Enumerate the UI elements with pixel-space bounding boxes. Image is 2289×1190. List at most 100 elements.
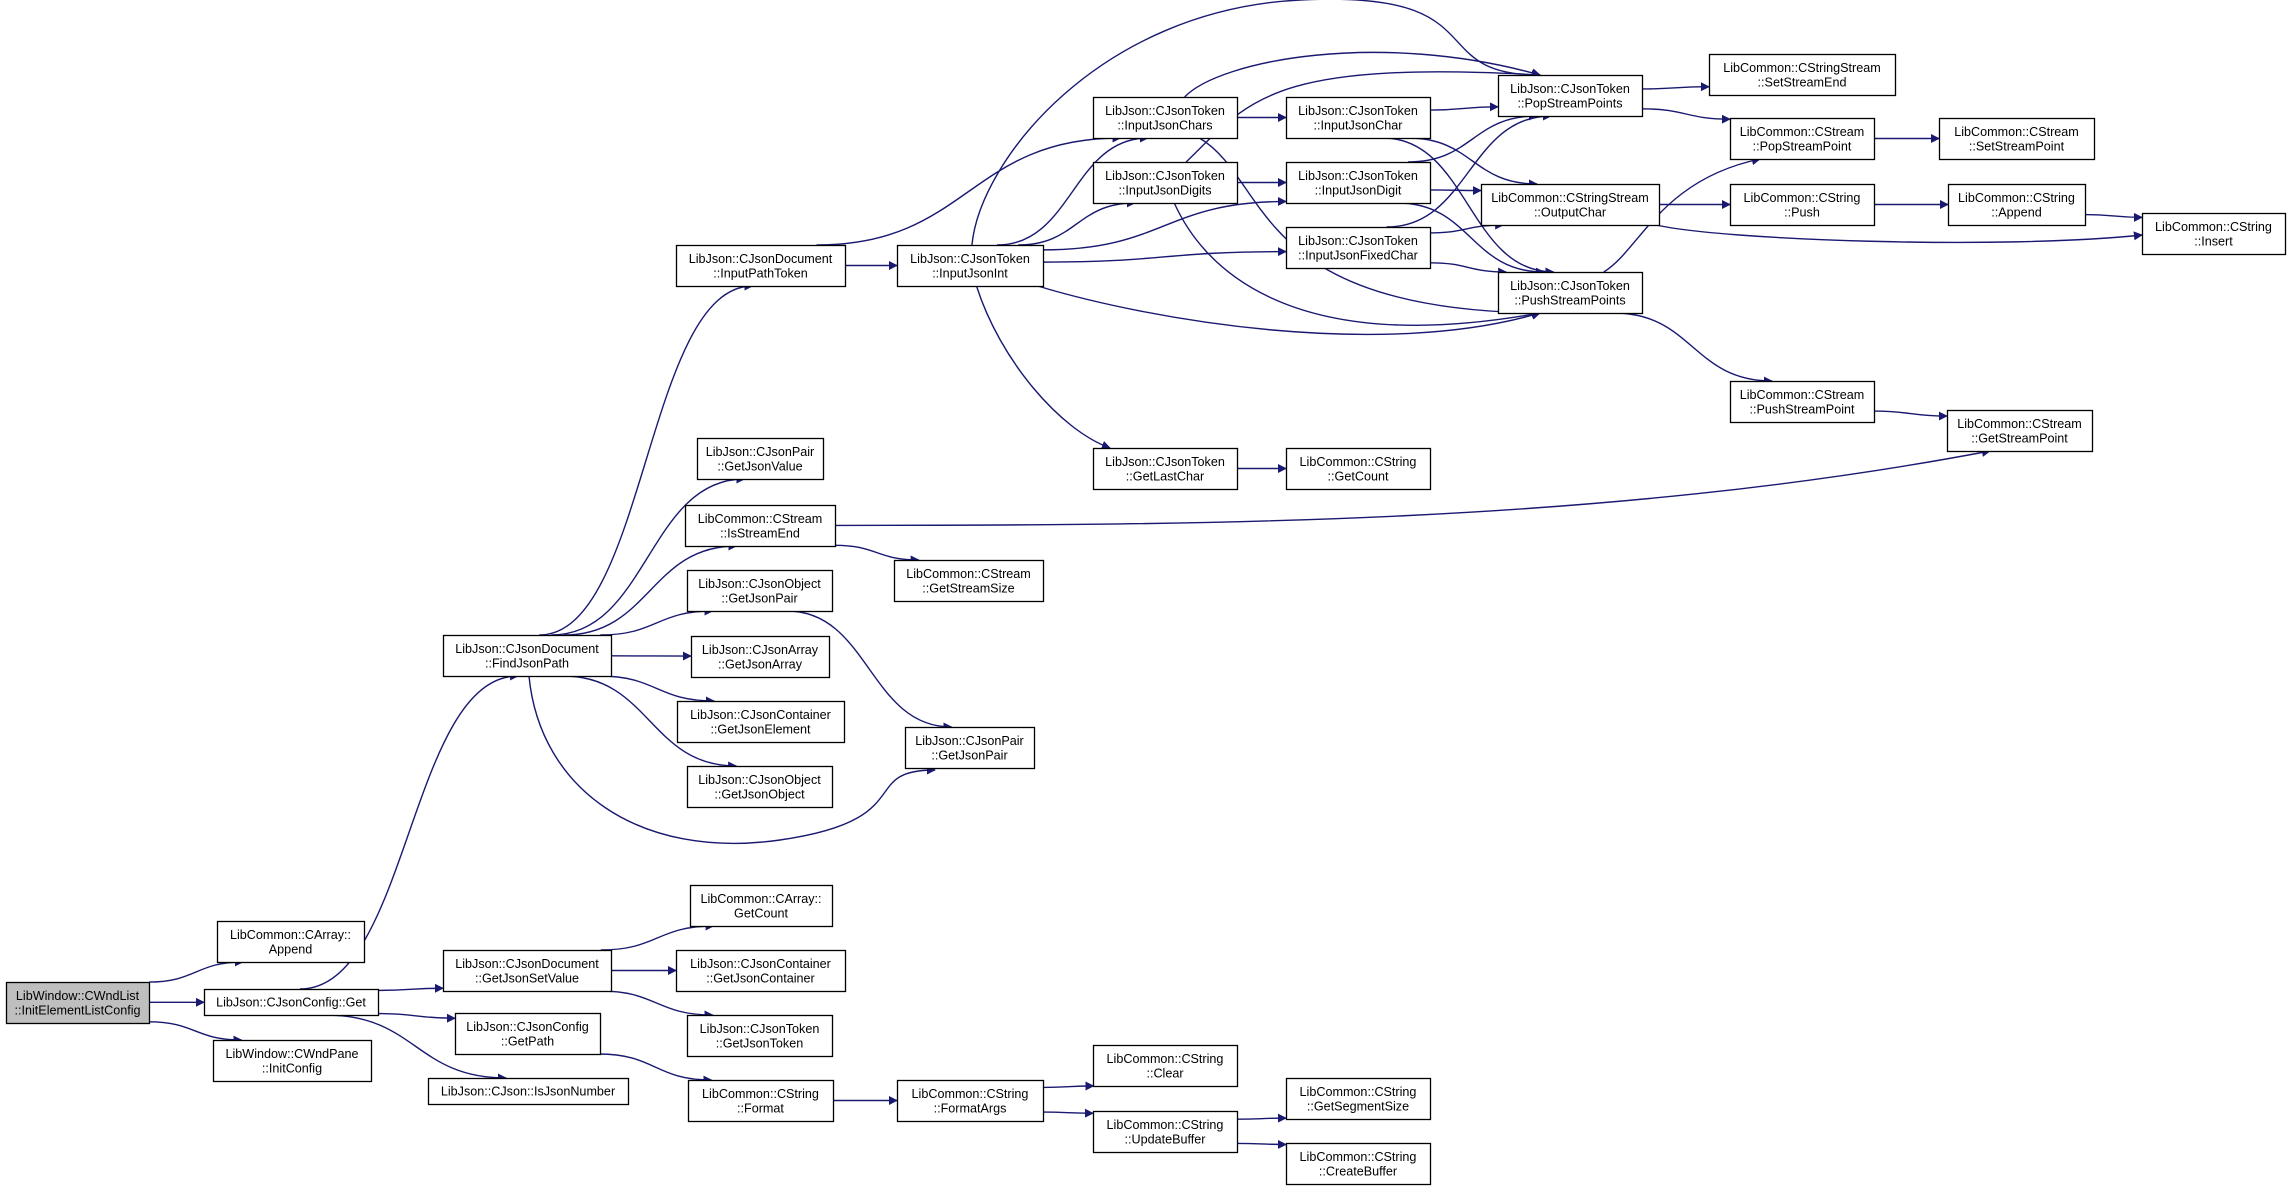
node-pushStreamPoints[interactable]: LibJson::CJsonToken::PushStreamPoints [1497, 271, 1644, 315]
node-root[interactable]: LibWindow::CWndList::InitElementListConf… [5, 981, 151, 1025]
node-label-line: ::GetJsonSetValue [475, 971, 579, 985]
node-objGetJsonObject[interactable]: LibJson::CJsonObject::GetJsonObject [686, 765, 834, 809]
edge-isStreamEnd-to-getStreamPoint [834, 448, 1991, 527]
node-inputJsonInt[interactable]: LibJson::CJsonToken::InputJsonInt [896, 244, 1045, 288]
node-box [1092, 447, 1239, 491]
node-pairGetJsonPair[interactable]: LibJson::CJsonPair::GetJsonPair [904, 726, 1036, 770]
node-label-line: LibJson::CJsonPair [915, 734, 1024, 748]
node-box [896, 1079, 1045, 1123]
node-strCreateBuffer[interactable]: LibCommon::CString::CreateBuffer [1285, 1142, 1432, 1186]
node-arrGetJsonArray[interactable]: LibJson::CJsonArray::GetJsonArray [690, 635, 831, 679]
node-strPush[interactable]: LibCommon::CString::Push [1729, 183, 1876, 227]
node-getStreamSize[interactable]: LibCommon::CStream::GetStreamSize [893, 559, 1045, 603]
edge-pushStreamPoints-to-pushStreamPoint [1613, 312, 1773, 386]
node-pushStreamPoint[interactable]: LibCommon::CStream::PushStreamPoint [1729, 380, 1876, 424]
node-inputJsonDigit[interactable]: LibJson::CJsonToken::InputJsonDigit [1285, 161, 1432, 205]
node-setStreamEnd[interactable]: LibCommon::CStringStream::SetStreamEnd [1708, 53, 1897, 97]
edge-inputJsonInt-to-inputJsonChars [997, 133, 1149, 246]
node-getLastChar[interactable]: LibJson::CJsonToken::GetLastChar [1092, 447, 1239, 491]
node-box [896, 244, 1045, 288]
edges-layer [148, 0, 2143, 1149]
node-box [1497, 74, 1644, 118]
node-popStreamPoint[interactable]: LibCommon::CStream::PopStreamPoint [1729, 117, 1876, 161]
node-pairGetJsonValue[interactable]: LibJson::CJsonPair::GetJsonValue [696, 437, 825, 481]
node-box [686, 765, 834, 809]
node-label-line: LibJson::CJsonContainer [690, 708, 831, 722]
node-isJsonNumber[interactable]: LibJson::CJson::IsJsonNumber [427, 1077, 630, 1106]
node-label-line: ::CreateBuffer [1319, 1164, 1397, 1178]
node-label-line: ::GetJsonContainer [706, 971, 815, 985]
node-label-line: ::OutputChar [1534, 205, 1606, 219]
node-label-line: LibJson::CJsonDocument [455, 957, 599, 971]
node-outputChar[interactable]: LibCommon::CStringStream::OutputChar [1480, 183, 1661, 227]
node-carrayGetCount[interactable]: LibCommon::CArray::GetCount [689, 884, 834, 928]
node-label-line: ::GetJsonPair [931, 748, 1007, 762]
edge-findJsonPath-to-pairGetJsonPair [528, 675, 936, 845]
node-isStreamEnd[interactable]: LibCommon::CStream::IsStreamEnd [684, 504, 837, 548]
node-configGetPath[interactable]: LibJson::CJsonConfig::GetPath [454, 1012, 602, 1056]
node-popStreamPoints[interactable]: LibJson::CJsonToken::PopStreamPoints [1497, 74, 1644, 118]
node-inputJsonChar[interactable]: LibJson::CJsonToken::InputJsonChar [1285, 96, 1432, 140]
node-setStreamPoint[interactable]: LibCommon::CStream::SetStreamPoint [1938, 117, 2096, 161]
node-box [686, 569, 834, 613]
node-inputJsonFixedChar[interactable]: LibJson::CJsonToken::InputJsonFixedChar [1285, 226, 1432, 270]
node-label-line: LibJson::CJsonDocument [689, 252, 833, 266]
node-box [1092, 1044, 1239, 1088]
node-label-line: LibJson::CJsonPair [706, 445, 815, 459]
edge-findJsonPath-to-contGetJsonElement [599, 675, 715, 706]
edge-inputJsonChar-to-outputChar [1407, 137, 1538, 189]
node-box [696, 437, 825, 481]
node-strFormatArgs[interactable]: LibCommon::CString::FormatArgs [896, 1079, 1045, 1123]
node-label-line: LibJson::CJsonToken [1510, 82, 1630, 96]
node-label-line: LibWindow::CWndList [16, 989, 140, 1003]
node-contGetJsonElement[interactable]: LibJson::CJsonContainer::GetJsonElement [676, 700, 846, 744]
node-strUpdateBuffer[interactable]: LibCommon::CString::UpdateBuffer [1092, 1110, 1239, 1154]
node-label-line: ::PopStreamPoints [1518, 96, 1623, 110]
edge-inputJsonDigits-to-pushStreamPoints [1173, 202, 1541, 326]
node-label-line: ::InitConfig [262, 1061, 322, 1075]
edge-popStreamPoints-to-popStreamPoint [1641, 108, 1731, 124]
node-label-line: ::Push [1784, 205, 1820, 219]
node-strGetCount[interactable]: LibCommon::CString::GetCount [1285, 447, 1432, 491]
node-getJsonSetValue[interactable]: LibJson::CJsonDocument::GetJsonSetValue [442, 949, 613, 993]
node-carrayAppend[interactable]: LibCommon::CArray::Append [216, 920, 366, 964]
node-getStreamPoint[interactable]: LibCommon::CStream::GetStreamPoint [1946, 409, 2094, 453]
node-wndPaneInit[interactable]: LibWindow::CWndPane::InitConfig [212, 1039, 373, 1083]
edge-findJsonPath-to-objGetJsonObject [563, 675, 738, 771]
node-label-line: LibJson::CJsonArray [702, 643, 819, 657]
node-label-line: ::InputJsonFixedChar [1298, 248, 1418, 262]
node-label-line: ::PushStreamPoints [1514, 293, 1625, 307]
node-label-line: LibJson::CJson::IsJsonNumber [441, 1085, 615, 1099]
node-objGetJsonPair[interactable]: LibJson::CJsonObject::GetJsonPair [686, 569, 834, 613]
node-findJsonPath[interactable]: LibJson::CJsonDocument::FindJsonPath [442, 634, 613, 678]
node-label-line: LibCommon::CArray:: [700, 892, 821, 906]
node-configGet[interactable]: LibJson::CJsonConfig::Get [203, 988, 380, 1017]
edge-outputChar-to-strInsert [1656, 224, 2143, 244]
node-label-line: LibCommon::CString [1300, 1085, 1417, 1099]
node-tokGetJsonToken[interactable]: LibJson::CJsonToken::GetJsonToken [686, 1014, 834, 1058]
node-strFormat[interactable]: LibCommon::CString::Format [687, 1079, 835, 1123]
node-label-line: LibCommon::CStringStream [1723, 61, 1880, 75]
node-strInsert[interactable]: LibCommon::CString::Insert [2141, 212, 2287, 256]
node-box [442, 949, 613, 993]
edge-inputJsonDigit-to-outputChar [1429, 186, 1482, 196]
node-label-line: LibJson::CJsonToken [910, 252, 1030, 266]
node-inputPathToken[interactable]: LibJson::CJsonDocument::InputPathToken [675, 244, 847, 288]
node-label-line: ::Clear [1146, 1066, 1183, 1080]
edge-inputJsonFixedChar-to-popStreamPoints [1386, 111, 1553, 228]
edge-inputJsonInt-to-inputJsonFixedChar [1042, 247, 1287, 263]
node-contGetJsonContainer[interactable]: LibJson::CJsonContainer::GetJsonContaine… [675, 949, 847, 993]
node-label-line: LibJson::CJsonToken [1105, 104, 1225, 118]
node-box [1285, 1142, 1432, 1186]
node-inputJsonDigits[interactable]: LibJson::CJsonToken::InputJsonDigits [1092, 161, 1239, 205]
node-inputJsonChars[interactable]: LibJson::CJsonToken::InputJsonChars [1092, 96, 1239, 140]
node-strClear[interactable]: LibCommon::CString::Clear [1092, 1044, 1239, 1088]
node-label-line: ::FindJsonPath [485, 656, 569, 670]
node-strGetSegmentSize[interactable]: LibCommon::CString::GetSegmentSize [1285, 1077, 1432, 1121]
node-label-line: LibCommon::CStringStream [1491, 191, 1648, 205]
node-label-line: LibCommon::CString [912, 1087, 1029, 1101]
node-label-line: ::InputJsonChar [1314, 118, 1403, 132]
edge-getJsonSetValue-to-tokGetJsonToken [600, 990, 714, 1020]
node-strAppend[interactable]: LibCommon::CString::Append [1947, 183, 2087, 227]
